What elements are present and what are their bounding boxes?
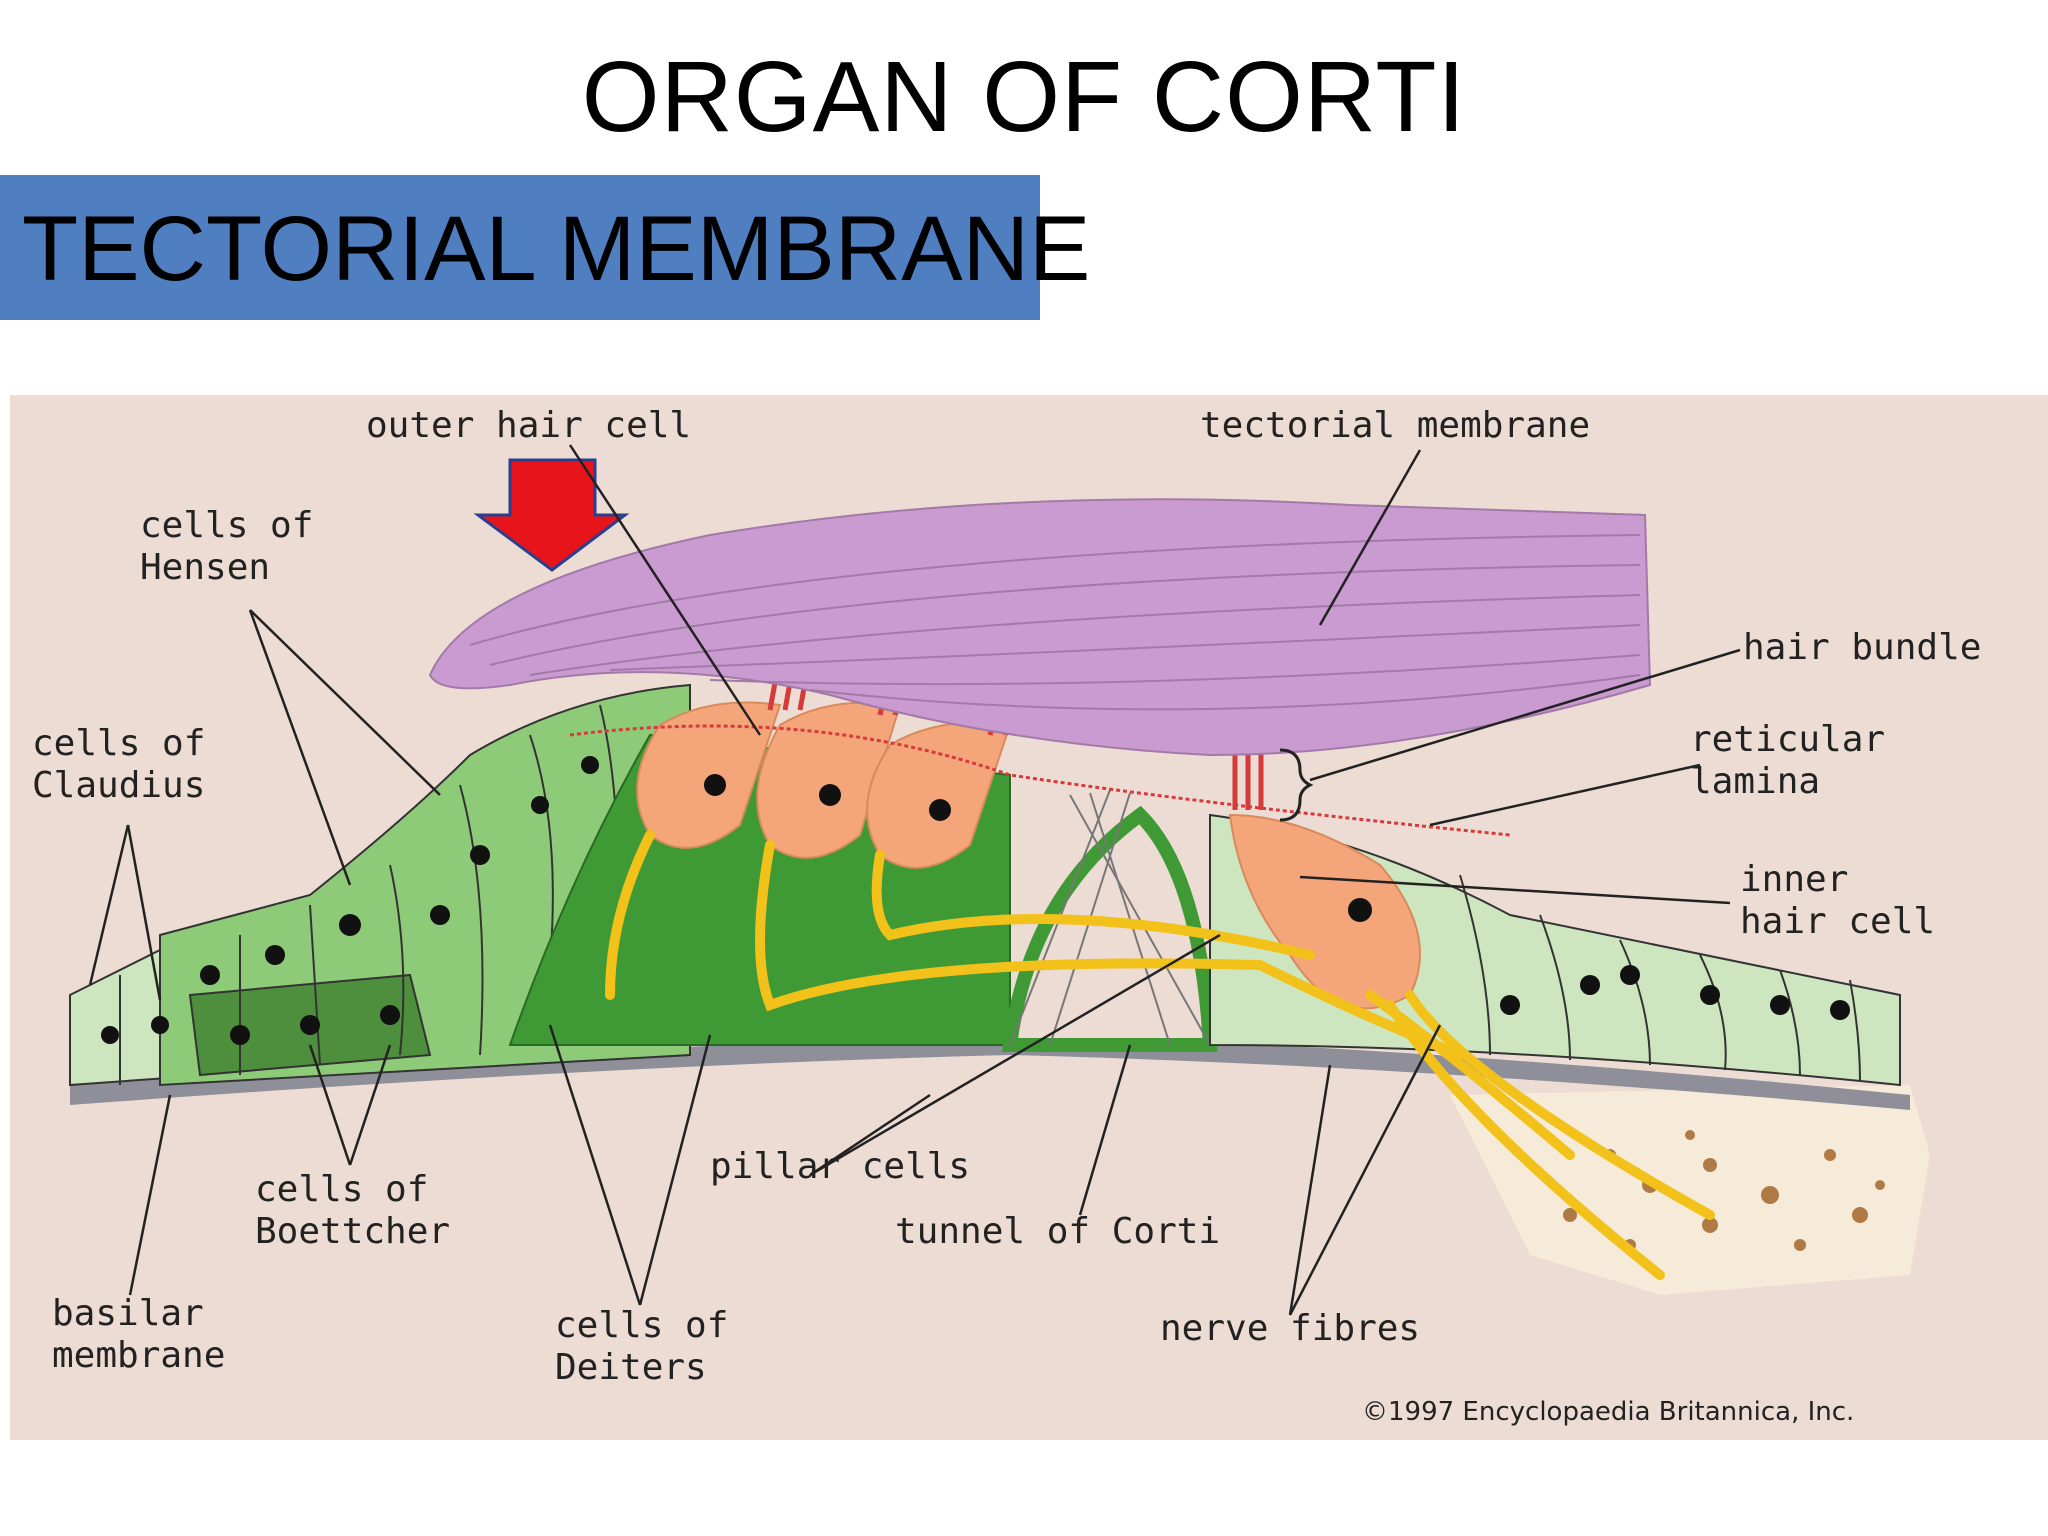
outer-hair-cells [636, 701, 1012, 869]
leader-lines [88, 444, 1741, 1316]
label-outer-hair-cell: outer hair cell [366, 405, 691, 446]
label-cells-of-hensen-2: Hensen [140, 547, 270, 588]
label-tunnel-of-corti: tunnel of Corti [895, 1211, 1220, 1252]
label-cells-of-claudius-1: cells of [32, 723, 205, 764]
subtitle-text: TECTORIAL MEMBRANE [22, 198, 1091, 300]
slide-title: ORGAN OF CORTI [581, 41, 1467, 153]
label-reticular-lamina-2: lamina [1690, 761, 1820, 802]
label-inner-hair-cell-1: inner [1740, 859, 1848, 900]
cell-nuclei [101, 756, 599, 1045]
label-cells-of-claudius-2: Claudius [32, 765, 205, 806]
red-arrow-icon [473, 458, 630, 572]
label-tectorial-membrane: tectorial membrane [1200, 405, 1590, 446]
label-pillar-cells: pillar cells [710, 1146, 970, 1187]
tectorial-fibres [469, 534, 1641, 711]
copyright-credit: ©1997 Encyclopaedia Britannica, Inc. [1362, 1397, 1854, 1427]
subtitle-box: TECTORIAL MEMBRANE [0, 175, 1090, 320]
label-basilar-membrane-2: membrane [52, 1335, 225, 1376]
label-cells-of-deiters-2: Deiters [555, 1347, 707, 1388]
reticular-lamina-line [569, 724, 1511, 837]
bone [1450, 1085, 1930, 1295]
basilar-membrane [70, 1035, 1910, 1110]
label-hair-bundle: hair bundle [1743, 627, 1981, 668]
tectorial-membrane-shape [428, 498, 1652, 757]
hair-bundle-brace [1279, 748, 1314, 822]
label-cells-of-boettcher-2: Boettcher [255, 1211, 450, 1252]
organ-of-corti-diagram: outer hair cell tectorial membrane cells… [10, 395, 2048, 1440]
nerve-fibres [605, 830, 1715, 1280]
label-cells-of-deiters-1: cells of [555, 1305, 728, 1346]
label-cells-of-hensen-1: cells of [140, 505, 313, 546]
label-inner-hair-cell-2: hair cell [1740, 901, 1935, 942]
label-reticular-lamina-1: reticular [1690, 719, 1885, 760]
label-basilar-membrane-1: basilar [52, 1293, 204, 1334]
label-nerve-fibres: nerve fibres [1160, 1308, 1420, 1349]
inner-hair-bundle [1232, 745, 1264, 810]
label-cells-of-boettcher-1: cells of [255, 1169, 428, 1210]
